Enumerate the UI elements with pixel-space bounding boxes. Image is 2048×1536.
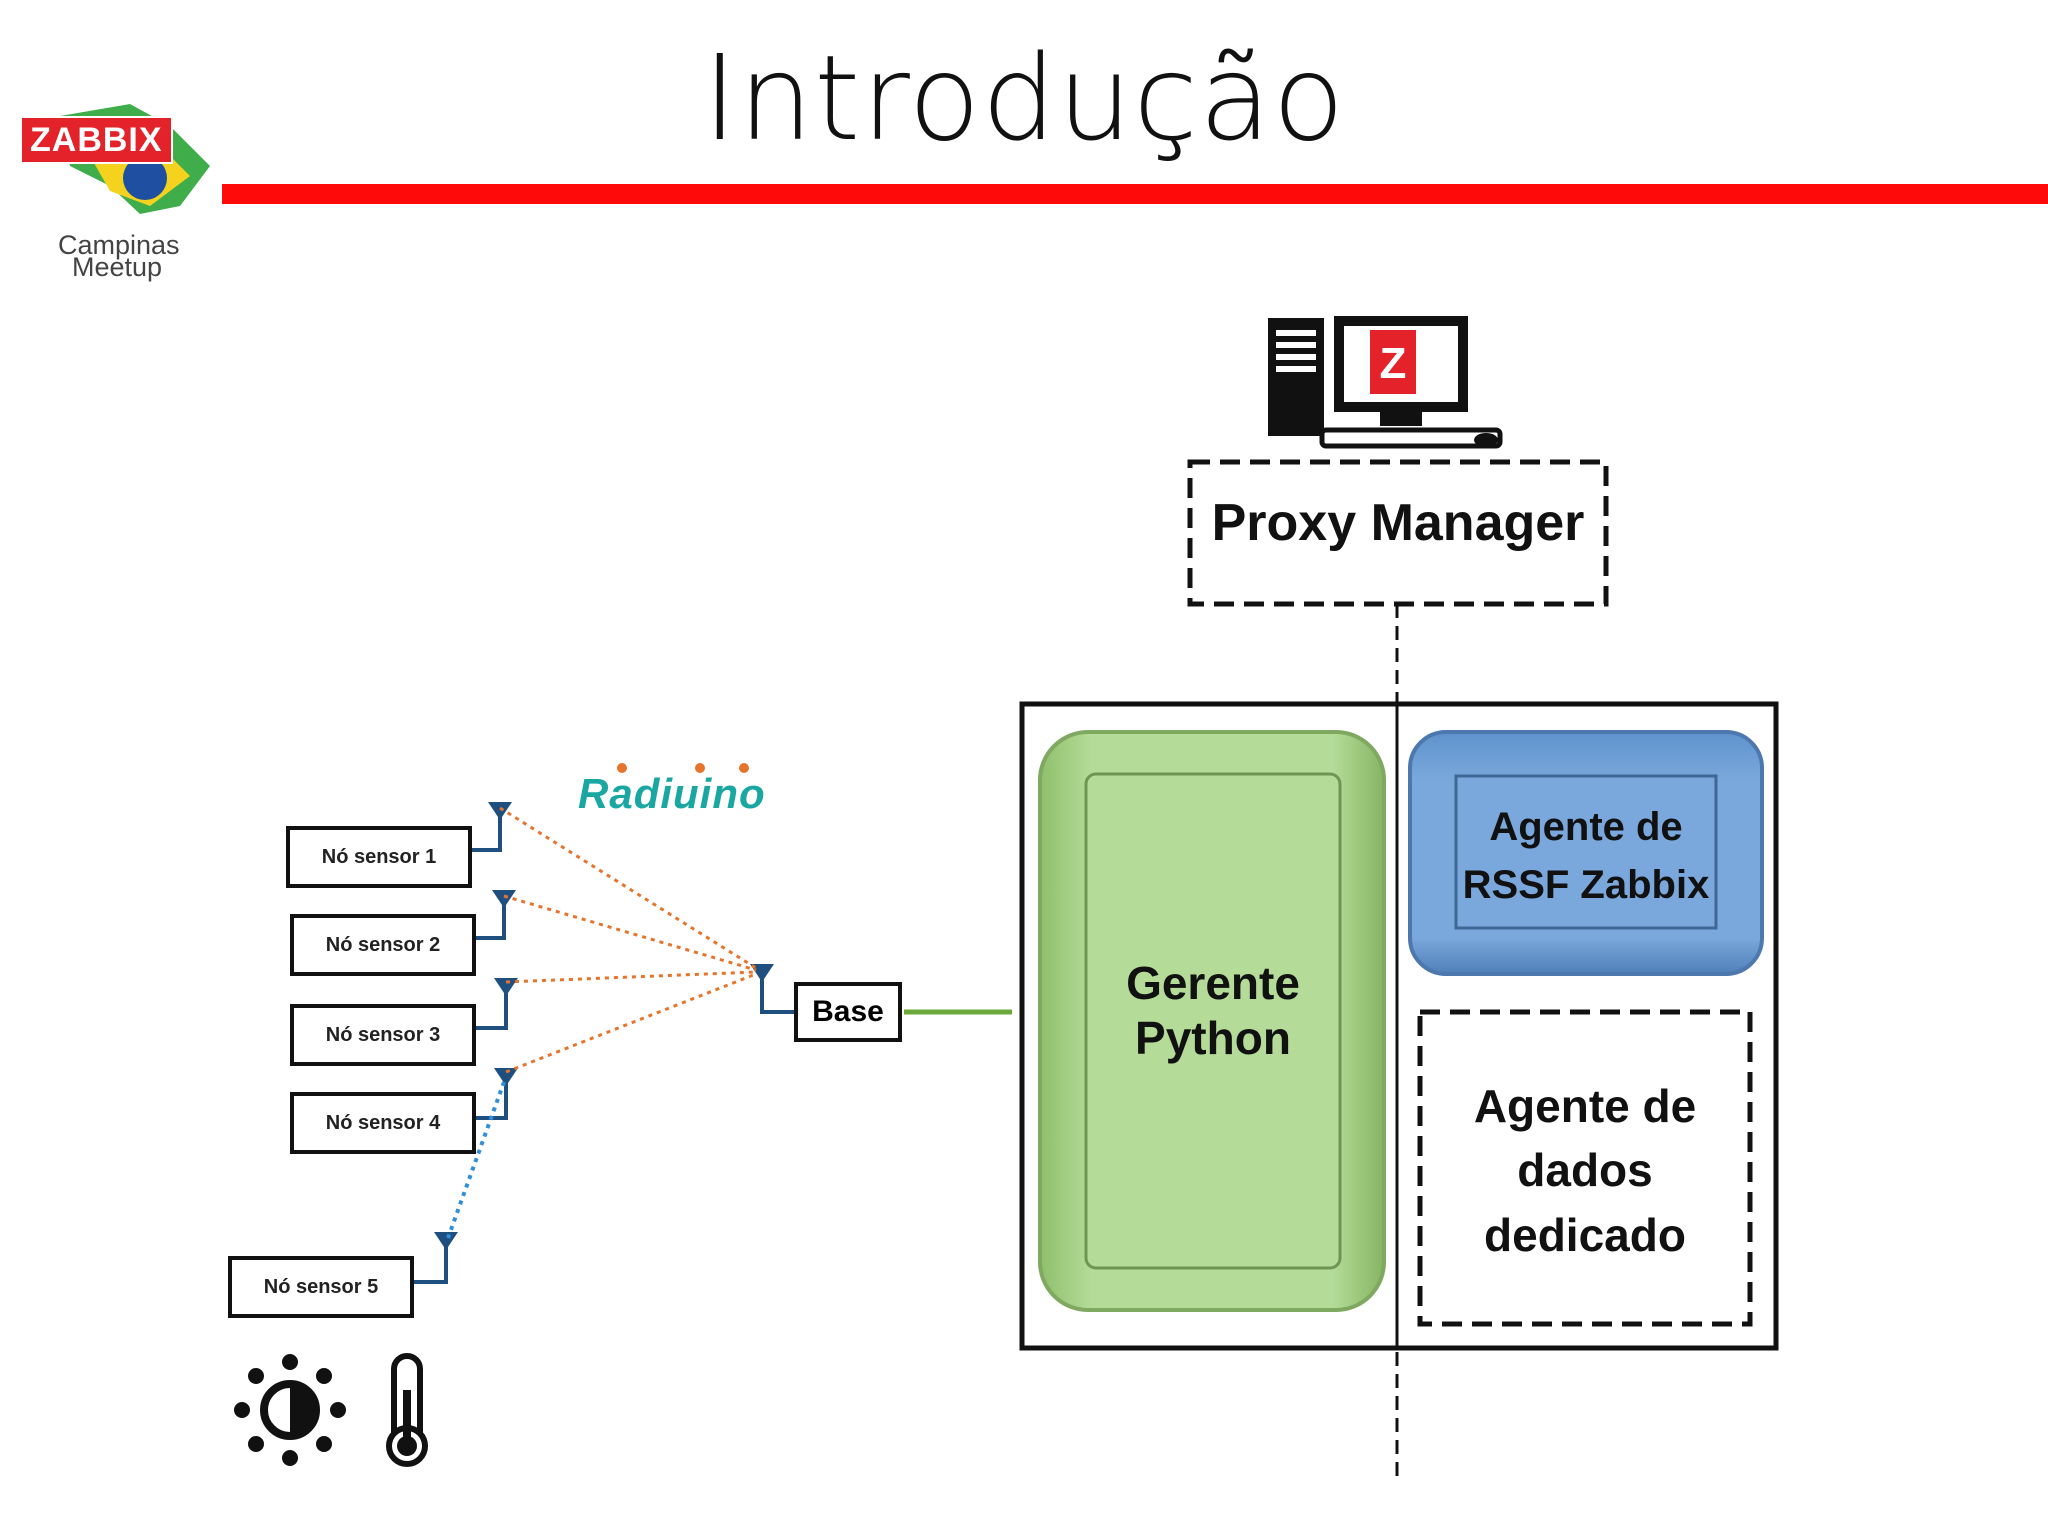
base-station-box: Base bbox=[794, 982, 902, 1042]
radio-links bbox=[499, 806, 757, 1074]
slide-title: Introdução bbox=[702, 29, 1346, 167]
sensor-node-3: Nó sensor 3 bbox=[290, 1004, 476, 1066]
agente-rssf-line-2: RSSF Zabbix bbox=[1462, 863, 1710, 907]
title-divider bbox=[222, 184, 2048, 204]
logo-meetup-text: Meetup bbox=[72, 252, 163, 282]
light-sensor-icon bbox=[234, 1354, 346, 1466]
agente-dados-label: Agente de dados dedicado bbox=[1420, 1074, 1750, 1267]
proxy-manager-label: Proxy Manager bbox=[1211, 494, 1585, 552]
svg-text:Z: Z bbox=[1380, 339, 1407, 388]
zabbix-logo-badge: ZABBIX bbox=[20, 116, 173, 164]
radiuino-logo: Radiuino bbox=[578, 770, 766, 817]
logo-campinas-text: Campinas bbox=[58, 230, 180, 260]
zabbix-server-computer-icon: Z bbox=[1268, 316, 1503, 449]
agente-dados-box bbox=[1417, 1009, 1753, 1327]
sensor5-relay-link bbox=[446, 1081, 506, 1239]
proxy-manager-box bbox=[1187, 459, 1609, 607]
agente-dados-line-3: dedicado bbox=[1484, 1208, 1686, 1261]
thermometer-icon bbox=[386, 1353, 428, 1467]
gerente-line-2: Python bbox=[1135, 1012, 1291, 1065]
agente-rssf-label: Agente de RSSF Zabbix bbox=[1456, 798, 1716, 914]
sensor-node-2: Nó sensor 2 bbox=[290, 914, 476, 976]
sensor-node-1: Nó sensor 1 bbox=[286, 826, 472, 888]
sensor-node-4: Nó sensor 4 bbox=[290, 1092, 476, 1154]
gateway-container-box bbox=[1019, 701, 1779, 1351]
agente-dados-line-1: Agente de bbox=[1473, 1080, 1697, 1132]
agente-rssf-line-1: Agente de bbox=[1489, 805, 1683, 849]
agente-dados-line-2: dados bbox=[1517, 1144, 1653, 1197]
gerente-line-1: Gerente bbox=[1126, 957, 1300, 1009]
sensor-node-5: Nó sensor 5 bbox=[228, 1256, 414, 1318]
gerente-python-label: Gerente Python bbox=[1086, 956, 1340, 1066]
